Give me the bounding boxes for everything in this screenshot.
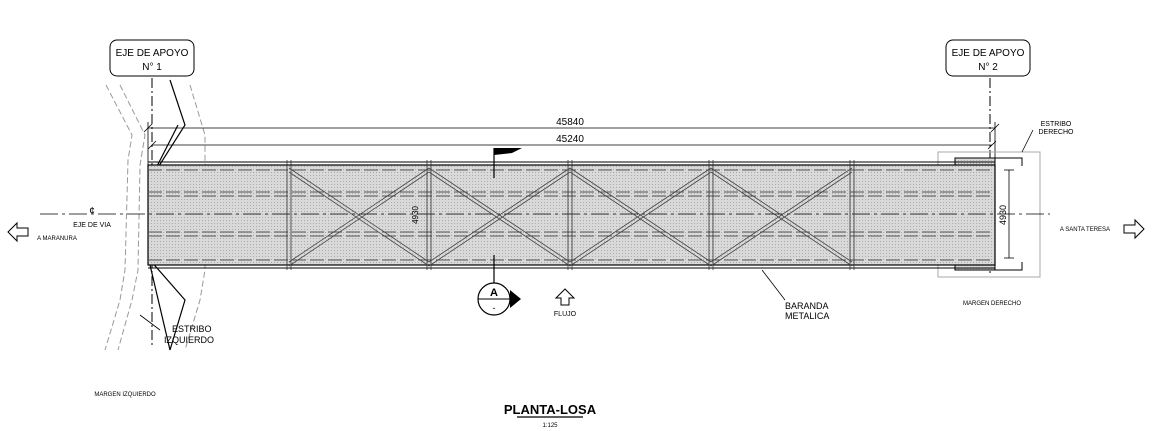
axis-line1: EJE DE VIA <box>73 222 111 229</box>
support-2-box <box>945 39 1031 77</box>
left-abutment <box>104 84 206 351</box>
dimension-slab <box>147 140 997 150</box>
right-direction-arrow-icon <box>1123 218 1145 240</box>
width-right-label: 4930 <box>998 205 1008 225</box>
left-direction-arrow-icon <box>7 221 29 243</box>
section-a-sub: - <box>493 303 496 313</box>
santa-teresa-label: A SANTA TERESA <box>1060 227 1110 233</box>
support-2-line2: N° 2 <box>978 62 998 73</box>
support-1-line2: N° 1 <box>142 62 162 73</box>
estribo-left-leader <box>139 314 161 331</box>
estribo-left-line2: IZQUIERDO <box>164 335 214 345</box>
section-a-marker <box>477 282 521 316</box>
drawing-scale: 1:125 <box>542 423 558 429</box>
baranda-line1: BARANDA <box>785 301 829 311</box>
baranda-leader <box>761 269 786 301</box>
section-a-letter: A <box>490 287 498 299</box>
deck-slab <box>147 164 996 266</box>
flujo-label: FLUJO <box>554 311 577 318</box>
baranda-line2: METALICA <box>785 311 829 321</box>
flag-icon <box>493 148 522 178</box>
support-2-line1: EJE DE APOYO <box>952 48 1025 59</box>
axis-symbol: ¢ <box>89 206 95 217</box>
support-1-box <box>109 39 195 77</box>
axis-line2: A MARANURA <box>37 236 77 242</box>
estribo-right-line2: DERECHO <box>1038 129 1074 136</box>
flow-arrow-icon <box>554 288 576 306</box>
support-1-line1: EJE DE APOYO <box>116 48 189 59</box>
margen-derecho-label: MARGEN DERECHO <box>963 301 1021 307</box>
estribo-right-line1: ESTRIBO <box>1041 121 1072 128</box>
cross-frames <box>286 160 855 270</box>
drawing-title: PLANTA-LOSA <box>504 402 597 417</box>
dimension-total-label: 45840 <box>556 117 584 128</box>
dimension-slab-label: 45240 <box>556 134 584 145</box>
estribo-left-line1: ESTRIBO <box>172 324 212 334</box>
width-left-label: 4930 <box>411 206 420 224</box>
diagonal-bracing <box>288 167 853 267</box>
margen-izquierdo-label: MARGEN IZQUIERDO <box>94 392 156 398</box>
